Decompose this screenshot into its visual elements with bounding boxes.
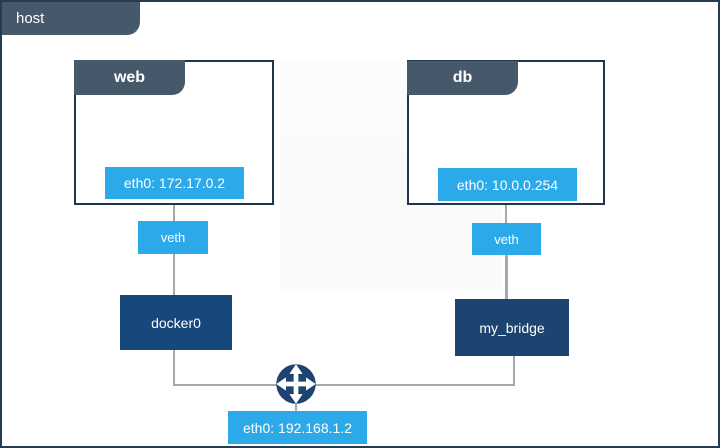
interface-label-host-text: eth0: 192.168.1.2 — [243, 419, 352, 436]
connector-router-to-hosteth — [295, 404, 297, 412]
veth-node-db: veth — [472, 223, 541, 255]
interface-label-web-text: eth0: 172.17.0.2 — [123, 175, 226, 191]
connector-web-to-veth — [173, 205, 175, 222]
connector-docker0-down — [173, 350, 175, 386]
interface-label-web: eth0: 172.17.0.2 — [105, 167, 244, 199]
bridge-node-mybridge: my_bridge — [455, 299, 569, 356]
container-label-db: db — [452, 69, 473, 86]
interface-label-db-text: eth0: 10.0.0.254 — [456, 176, 559, 193]
connector-docker0-to-router — [173, 384, 297, 386]
bridge-node-docker0: docker0 — [120, 295, 232, 350]
connector-mybridge-to-router — [296, 384, 515, 386]
router-icon — [274, 362, 318, 406]
connector-veth-to-docker0 — [173, 254, 175, 296]
veth-node-web: veth — [138, 221, 208, 254]
connector-mybridge-down — [513, 356, 515, 386]
connector-veth-to-mybridge — [505, 255, 508, 300]
interface-label-db: eth0: 10.0.0.254 — [438, 168, 577, 201]
host-label: host — [16, 10, 45, 27]
veth-node-web-text: veth — [160, 230, 186, 245]
container-tab-web: web — [74, 60, 185, 95]
container-tab-db: db — [407, 61, 518, 95]
interface-label-host: eth0: 192.168.1.2 — [228, 411, 367, 444]
bridge-node-docker0-text: docker0 — [151, 314, 201, 331]
host-tab: host — [2, 2, 140, 35]
veth-node-db-text: veth — [494, 231, 519, 247]
bridge-node-mybridge-text: my_bridge — [479, 319, 545, 336]
container-label-web: web — [113, 68, 146, 86]
connector-db-to-veth — [505, 205, 507, 224]
